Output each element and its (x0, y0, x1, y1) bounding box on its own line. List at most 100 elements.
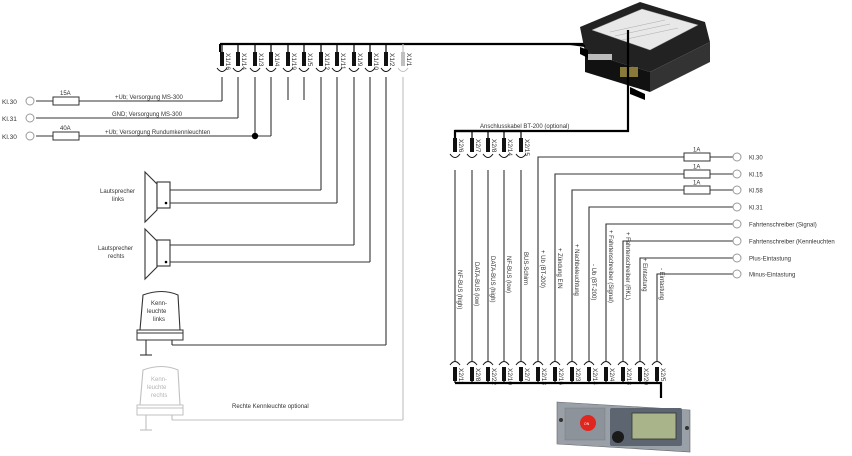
connector: X2/8 (466, 361, 481, 382)
fuse-icon (683, 152, 711, 162)
connector-label: X2/13 (540, 368, 547, 385)
rotary-knob[interactable] (612, 431, 624, 443)
connector-label: X2/10 (506, 368, 513, 385)
connector-label: X1/2 (388, 53, 395, 67)
signal-label: - Ub (BT-200) (590, 264, 596, 300)
connector: X2/14 (583, 361, 598, 385)
connector: X1/1 (397, 52, 412, 72)
connector-label: X1/1 (405, 53, 412, 67)
connector: X2/5 (651, 361, 666, 382)
bt200-bottom-bus (455, 381, 663, 398)
connector-label: X2/14 (506, 139, 513, 156)
terminal-label: Plus-Eintastung (749, 257, 791, 263)
signal-label: + Eintastung (641, 258, 647, 292)
fuse-label: 40A (60, 126, 71, 132)
cable-label: Anschlusskabel BT-200 (optional) (480, 124, 569, 130)
ms300-device[interactable] (569, 2, 710, 100)
terminal-circle (732, 185, 742, 195)
connector-label: X2/7 (474, 139, 481, 153)
connector-label: X1/19 (290, 53, 297, 70)
connector: X2/14 (498, 138, 513, 158)
connector: X2/7 (515, 361, 530, 382)
signal-label: NF-BUS (high) (456, 270, 462, 309)
beacon-label: leuchte (147, 385, 167, 391)
power-input-2: Kl.31 GND; Versorgung MS-300 (2, 112, 183, 123)
fuse-label: 1A (693, 148, 700, 154)
connector: X1/14 (232, 52, 247, 72)
bt200-device[interactable]: ON (556, 401, 691, 453)
connector: X1/3 (249, 52, 264, 72)
connector-label: X2/15 (523, 139, 530, 156)
power-input-1: Kl.30 15A +Ub; Versorgung MS-300 (2, 91, 184, 106)
speaker-wiring (170, 77, 387, 346)
connector-label: X2/8 (490, 139, 497, 153)
beacon-label: Kenn- (151, 377, 167, 383)
beacon-label: Kenn- (151, 301, 167, 307)
signal-label: BUS-Schirm (522, 252, 528, 285)
connector-label: X2/3 (574, 368, 581, 382)
connector: X2/7 (466, 138, 481, 158)
terminal-circle (732, 202, 742, 212)
main-bus (219, 42, 600, 52)
connector-label: X1/10 (372, 53, 379, 70)
connector-label: X1/5 (306, 53, 313, 67)
connector: X2/6 (449, 138, 464, 158)
signal-label: + Zündung EIN (556, 248, 562, 289)
connector-label: X1/11 (339, 53, 346, 70)
connector: X2/8 (482, 138, 497, 158)
fuse-icon (52, 96, 80, 106)
terminal: Kl.31 (732, 202, 763, 212)
connector: X1/4 (265, 52, 280, 72)
connector-label: X2/14 (591, 368, 598, 385)
connector: X2/15 (515, 138, 530, 158)
terminal: Fahrtenschreiber (Signal) (732, 219, 817, 229)
connector: X1/10 (364, 52, 379, 72)
connector: X2/11 (449, 361, 464, 385)
connector-label: X2/11 (457, 368, 464, 385)
signal-label: - Eintastung (658, 268, 664, 300)
speaker-label: Lautsprecher (98, 246, 133, 252)
connector: X2/22 (482, 361, 497, 385)
red-button[interactable] (580, 415, 596, 431)
connector-label: X2/18 (625, 368, 632, 385)
terminal-label: Kl.58 (749, 189, 763, 195)
speaker-label: links (112, 197, 124, 203)
connector: X2/20 (634, 361, 649, 385)
speaker-right: Lautsprecher rechts (98, 227, 171, 281)
terminal-label: Kl.30 (2, 99, 17, 106)
terminal: Minus-Eintastung (732, 269, 795, 279)
speaker-label: Lautsprecher (100, 189, 135, 195)
terminal-circle (732, 152, 742, 162)
terminal-circle (732, 169, 742, 179)
power-input-3: Kl.30 40A +Ub; Versorgung Rundumkennleuc… (2, 126, 210, 141)
connector-label: X2/20 (642, 368, 649, 385)
connector: X2/13 (532, 361, 547, 385)
terminal-label: Kl.15 (749, 173, 763, 179)
connector: X1/5 (298, 52, 313, 72)
connector-label: X1/14 (240, 53, 247, 70)
junction-dot (251, 132, 259, 140)
svg-text:ON: ON (584, 422, 590, 426)
connector: X1/2 (380, 52, 395, 72)
connector-label: X1/12 (323, 53, 330, 70)
power-wiring (36, 77, 305, 137)
bt200-signal-wires: NF-BUS (high)DATA-BUS (low)DATA-BUS (hig… (454, 156, 733, 361)
wire-label: +Ub; Versorgung MS-300 (115, 95, 184, 101)
beacon-label: leuchte (147, 309, 167, 315)
beacon-left: Kenn- leuchte links (136, 290, 184, 356)
connector: X1/16 (216, 52, 231, 72)
connector-label: X2/4 (608, 368, 615, 382)
connector-label: X2/8 (474, 368, 481, 382)
wire-label: GND; Versorgung MS-300 (112, 112, 183, 118)
fuse-icon (52, 131, 80, 141)
fuse-label: 15A (60, 91, 71, 97)
connector: X2/4 (600, 361, 615, 382)
terminal-circle (732, 219, 742, 229)
signal-label: + Fahrtenschreiber (RKL) (624, 232, 630, 300)
connector-label: X2/7 (523, 368, 530, 382)
terminal-label: Kl.31 (2, 116, 17, 123)
fuse-icon (683, 169, 711, 179)
